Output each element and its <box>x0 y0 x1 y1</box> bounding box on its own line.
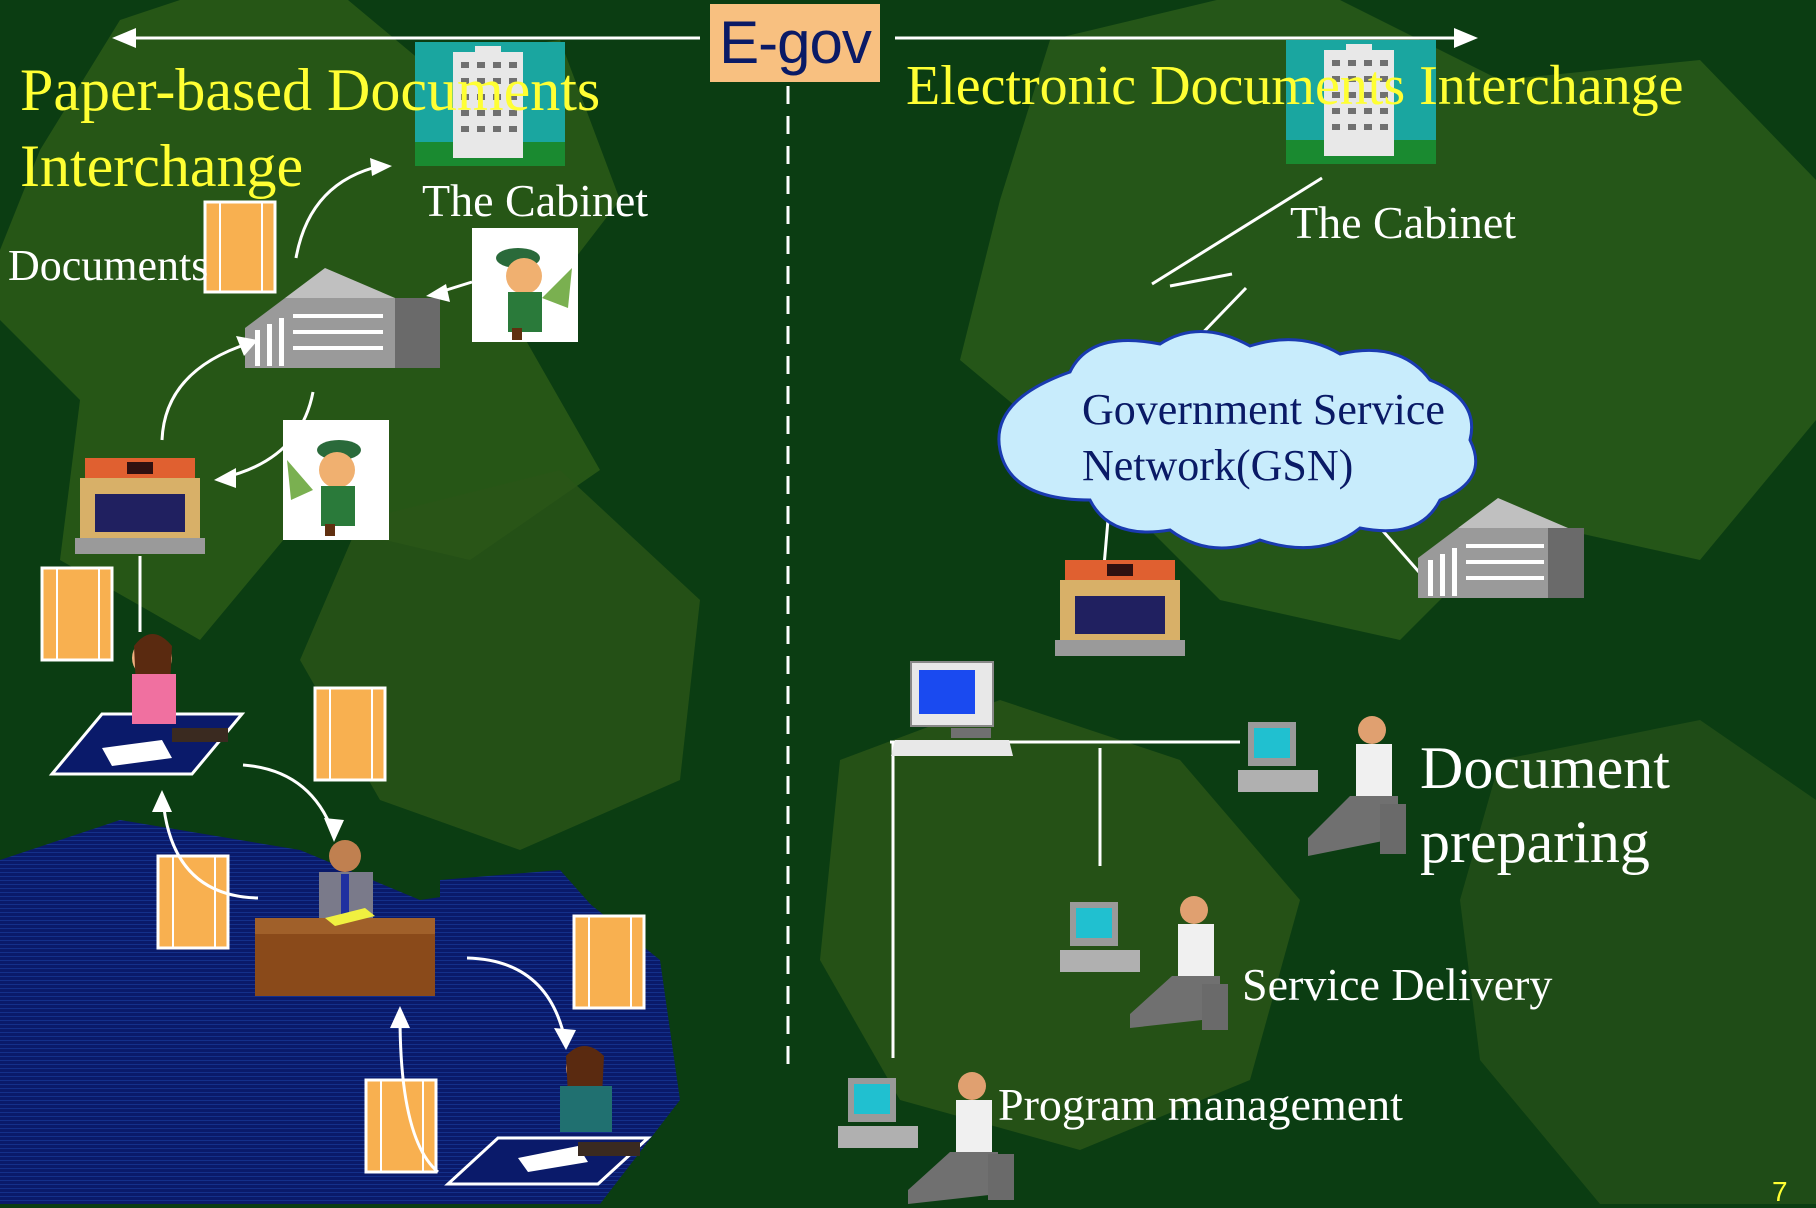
document-folder-icon <box>40 200 646 1174</box>
gsn-cloud <box>997 330 1478 550</box>
folder-stripes <box>56 202 632 1172</box>
page-number: 7 <box>1772 1176 1788 1207</box>
clerk-woman-icon <box>444 1046 652 1186</box>
arrow-heads <box>152 158 576 1050</box>
egov-label: E-gov <box>719 9 872 76</box>
right-cabinet-label: The Cabinet <box>1290 197 1517 248</box>
egov-label-box <box>710 4 880 82</box>
clerk-woman-icon <box>48 634 246 776</box>
program-management-label: Program management <box>998 1079 1403 1130</box>
worker-at-computer-icon <box>1238 716 1406 856</box>
documents-label: Documents <box>8 241 209 290</box>
local-office-icon <box>1055 560 1185 656</box>
gsn-label-line1: Government Service <box>1082 385 1445 434</box>
service-delivery-label: Service Delivery <box>1242 959 1553 1010</box>
postman-icon <box>283 420 389 540</box>
postman-icon <box>472 228 578 342</box>
cabinet-building-icon <box>415 42 565 166</box>
ministry-building-icon <box>245 268 440 368</box>
local-office-icon <box>75 458 205 554</box>
worker-at-computer-icon <box>1060 896 1228 1030</box>
gsn-label-line2: Network(GSN) <box>1082 441 1354 490</box>
doc-prep-line2: preparing <box>1420 809 1650 875</box>
worker-at-computer-icon <box>838 1072 1014 1204</box>
cabinet-building-icon <box>1286 40 1436 164</box>
flow-arrows <box>138 163 567 1174</box>
left-cabinet-label: The Cabinet <box>422 175 649 226</box>
right-title: Electronic Documents Interchange <box>906 55 1684 117</box>
left-title-line1: Paper-based Documents <box>20 57 601 123</box>
manager-icon <box>255 840 435 996</box>
egov-arrow <box>112 28 1478 48</box>
left-title-line2: Interchange <box>20 133 304 199</box>
computer-terminal-icon <box>891 661 1013 756</box>
doc-prep-line1: Document <box>1420 735 1670 801</box>
ministry-building-icon <box>1418 498 1584 598</box>
